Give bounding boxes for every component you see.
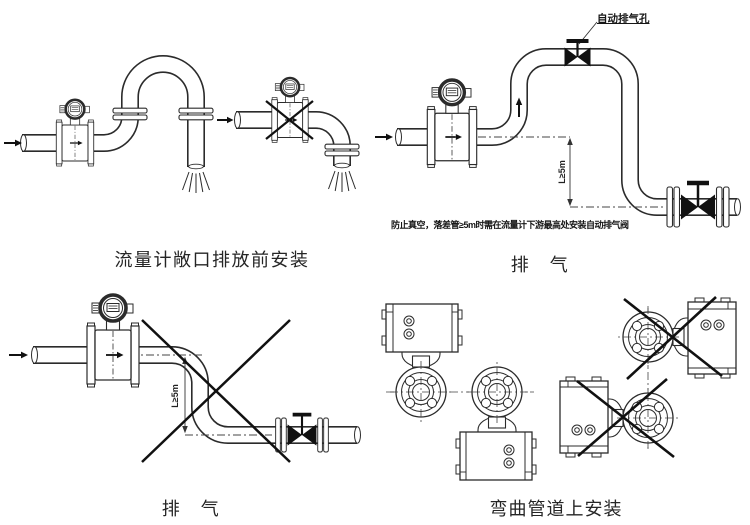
flow-direction-arrow-icon (375, 133, 393, 141)
caption-open-discharge: 流量计敞口排放前安装 (114, 250, 310, 270)
flow-direction-arrow-icon (217, 116, 234, 124)
drop-dimension-lines (462, 136, 663, 208)
flow-direction-arrow-icon (4, 139, 22, 147)
prohibited-cross-icon (265, 100, 314, 140)
open-discharge-spray-icon (182, 171, 210, 194)
flow-direction-arrow-icon (9, 351, 28, 359)
diagram-open-discharge-installation (4, 55, 360, 194)
meter-endview-transmitter-up (381, 303, 463, 424)
shutoff-valve-icon (667, 183, 729, 227)
prohibited-cross-icon (576, 378, 675, 459)
pipe-loop-correct (20, 55, 205, 170)
drop-dimension-label: L≥5m (557, 160, 567, 184)
auto-vent-port-label: 自动排气孔 (597, 13, 650, 25)
prohibited-cross-icon (141, 319, 291, 463)
diagram-venting-correct (375, 21, 741, 227)
drop-dimension-label: L≥5m (170, 384, 180, 408)
open-discharge-spray-icon (328, 170, 356, 193)
diagram-venting-wrong (9, 293, 361, 463)
vacuum-prevention-note: 防止真空，落差管≥5m时需在流量计下游最高处安装自动排气阀 (391, 220, 629, 230)
prohibited-cross-icon (623, 296, 723, 380)
flowmeter (425, 78, 479, 170)
caption-venting-wrong: 排 气 (161, 499, 221, 519)
shutoff-valve-icon (273, 412, 331, 454)
meter-endview-transmitter-side (559, 376, 680, 458)
diagram-curved-pipe-orientations (381, 296, 737, 481)
meter-endview-transmitter-down (455, 360, 537, 481)
pipe-drop-run (31, 346, 361, 444)
meter-endview-transmitter-side (616, 297, 737, 379)
flowmeter (85, 293, 141, 389)
upward-flow-arrow-icon (515, 97, 523, 117)
caption-venting-correct: 排 气 (510, 255, 570, 275)
caption-curved-pipe: 弯曲管道上安装 (489, 499, 623, 519)
flowmeter (54, 98, 96, 168)
